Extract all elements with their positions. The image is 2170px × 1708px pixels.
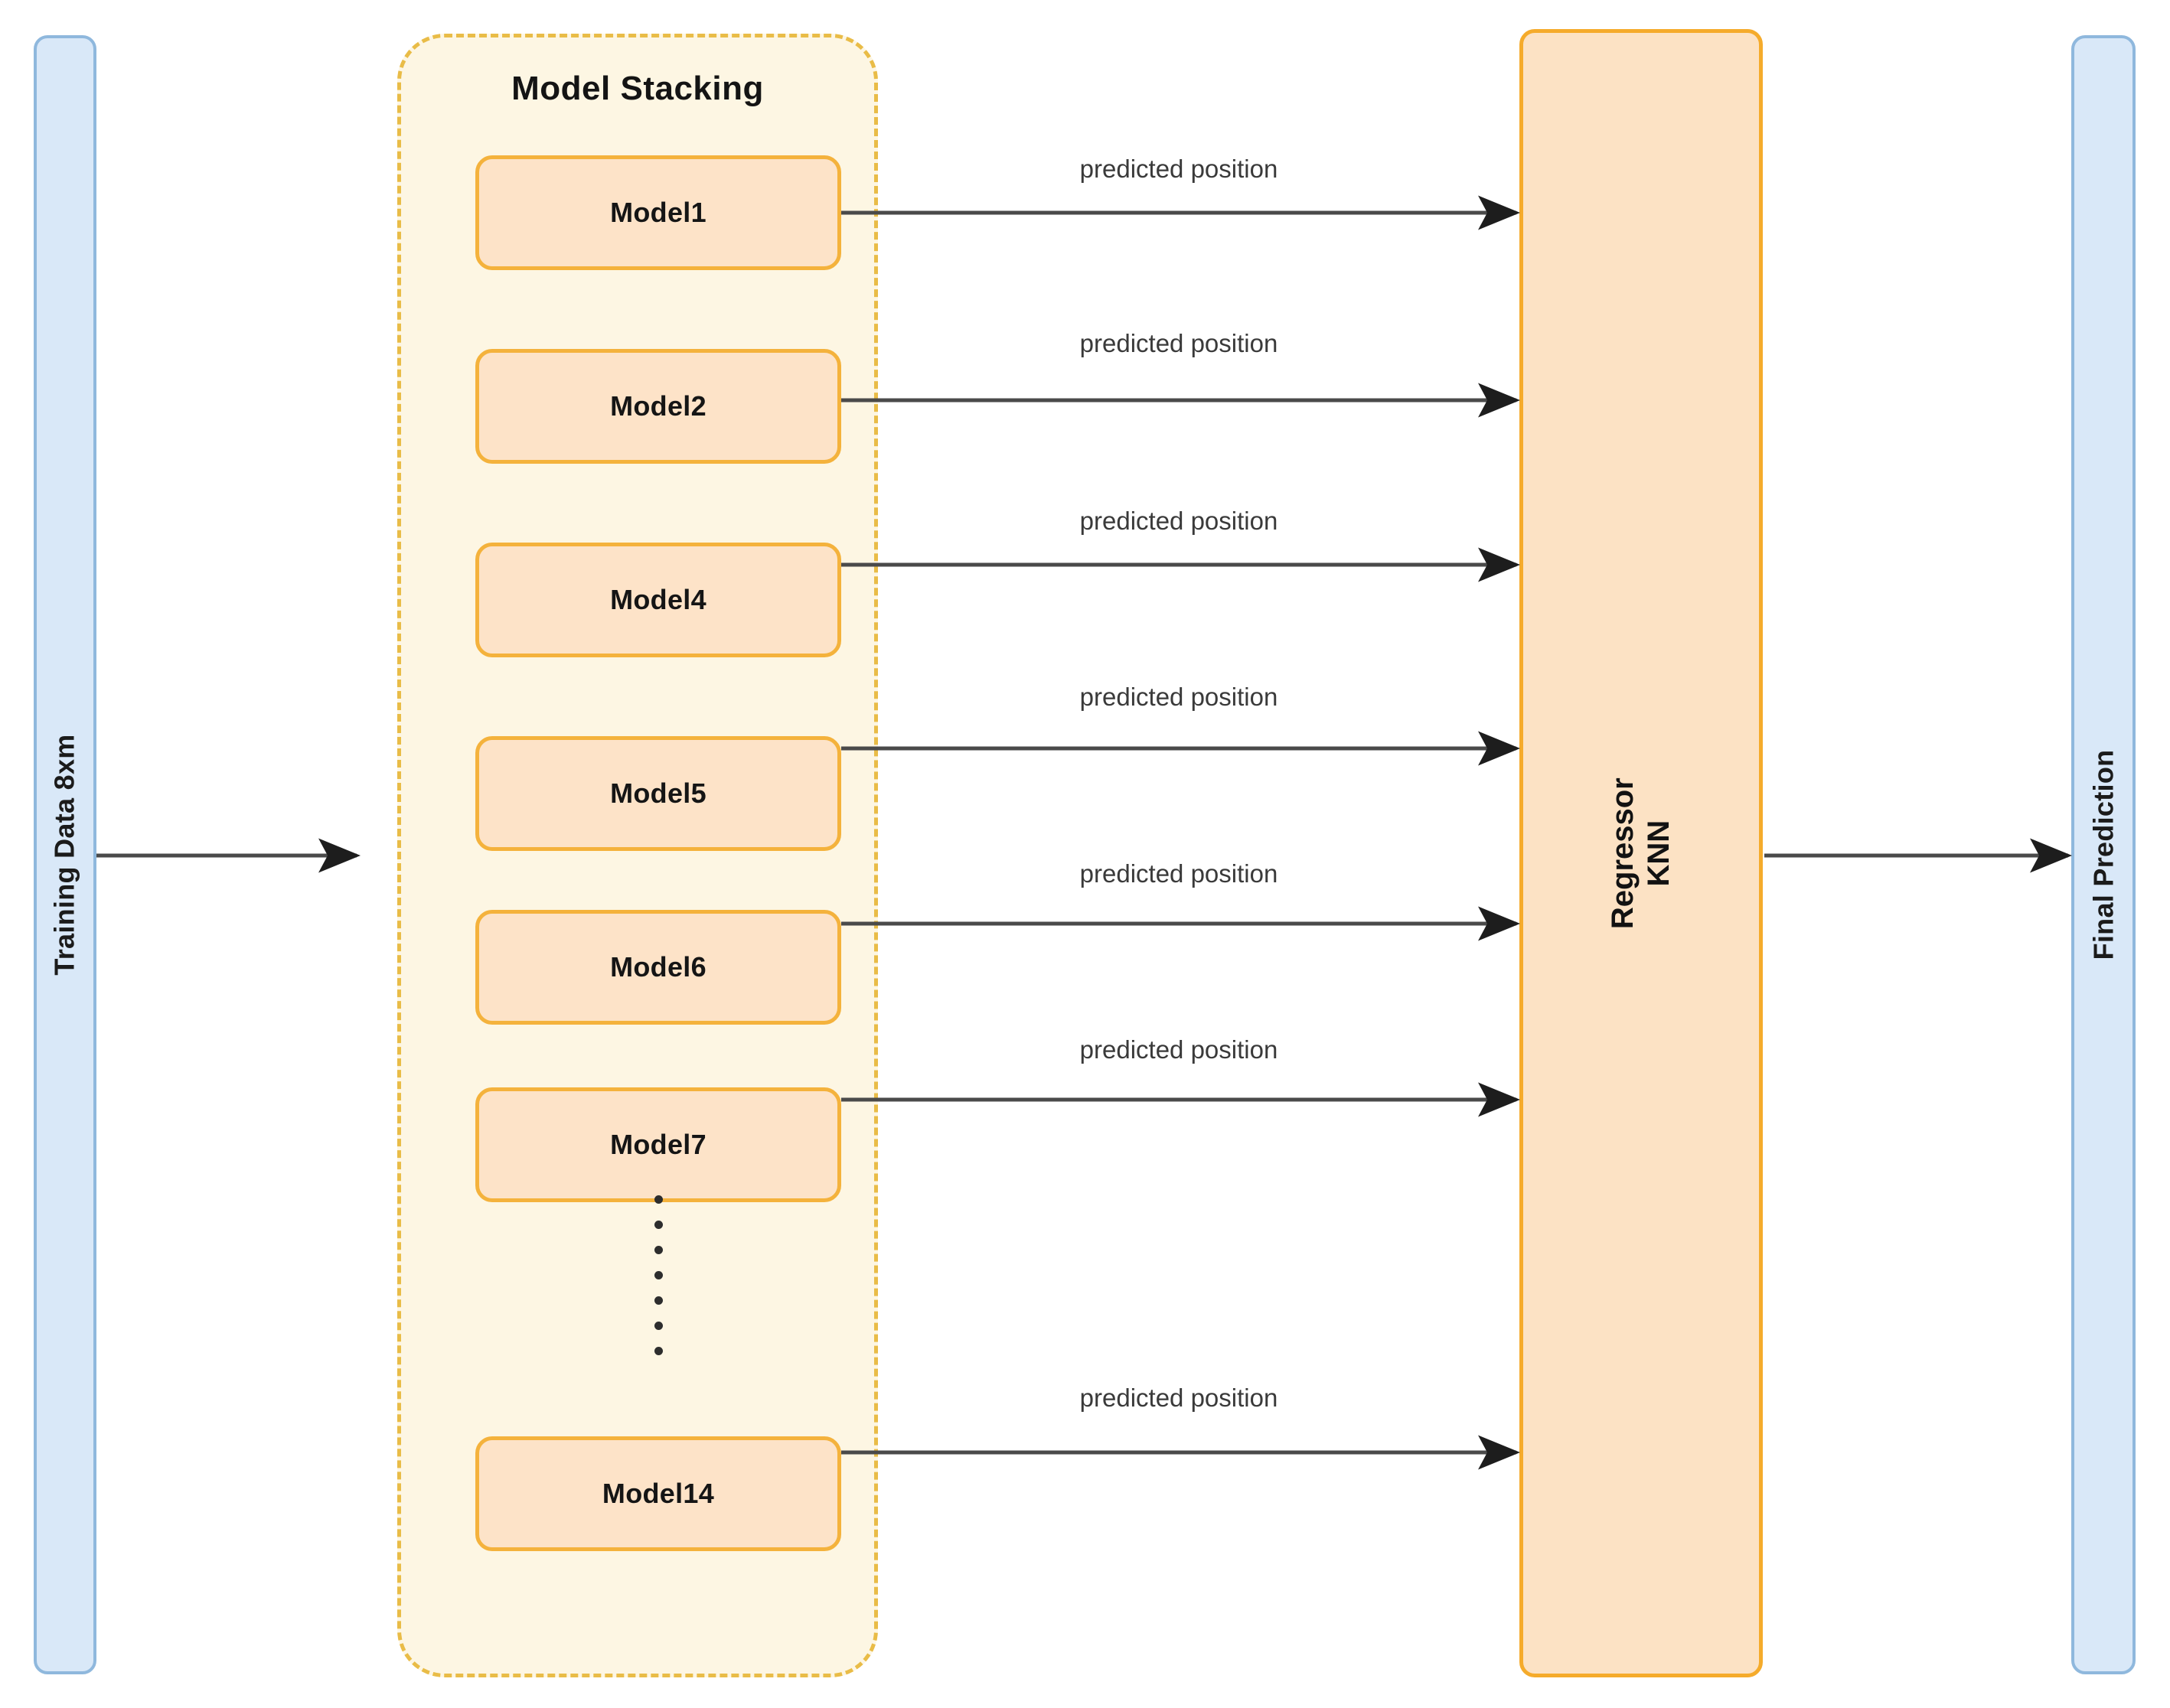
model-stacking-title: Model Stacking: [511, 70, 764, 107]
dot: [654, 1296, 663, 1305]
edge-label-5: predicted position: [1079, 859, 1278, 888]
model-box-1[interactable]: Model1: [475, 155, 841, 270]
model-box-7[interactable]: Model14: [475, 1436, 841, 1551]
model-label: Model2: [610, 390, 706, 422]
model-label: Model14: [602, 1478, 715, 1509]
regressor-line-1: Regressor: [1605, 777, 1640, 929]
regressor-knn-label: Regressor KNN: [1605, 777, 1677, 929]
training-data-label: Training Data 8xm: [49, 734, 81, 976]
edge-label-1: predicted position: [1079, 155, 1278, 183]
regressor-line-2: KNN: [1642, 820, 1676, 887]
model-box-4[interactable]: Model5: [475, 736, 841, 851]
edge-label-6: predicted position: [1079, 1035, 1278, 1064]
model-box-5[interactable]: Model6: [475, 910, 841, 1025]
edge-label-7: predicted position: [1079, 1384, 1278, 1412]
dot: [654, 1195, 663, 1204]
final-prediction-box[interactable]: Final Prediction: [2071, 35, 2136, 1674]
model-box-3[interactable]: Model4: [475, 543, 841, 657]
dot: [654, 1221, 663, 1229]
model-stacking-container: Model Stacking: [397, 34, 878, 1677]
model-label: Model1: [610, 197, 706, 228]
edge-label-2: predicted position: [1079, 329, 1278, 357]
vertical-ellipsis-icon: [645, 1195, 671, 1355]
model-label: Model4: [610, 584, 706, 615]
model-box-6[interactable]: Model7: [475, 1087, 841, 1202]
regressor-knn-box[interactable]: Regressor KNN: [1519, 29, 1763, 1677]
dot: [654, 1246, 663, 1254]
final-prediction-label: Final Prediction: [2087, 749, 2119, 960]
dot: [654, 1271, 663, 1279]
model-label: Model6: [610, 951, 706, 983]
model-label: Model5: [610, 777, 706, 809]
model-label: Model7: [610, 1129, 706, 1160]
edge-label-3: predicted position: [1079, 507, 1278, 535]
training-data-box[interactable]: Training Data 8xm: [34, 35, 96, 1674]
edge-label-4: predicted position: [1079, 683, 1278, 711]
dot: [654, 1347, 663, 1355]
dot: [654, 1322, 663, 1330]
model-box-2[interactable]: Model2: [475, 349, 841, 464]
